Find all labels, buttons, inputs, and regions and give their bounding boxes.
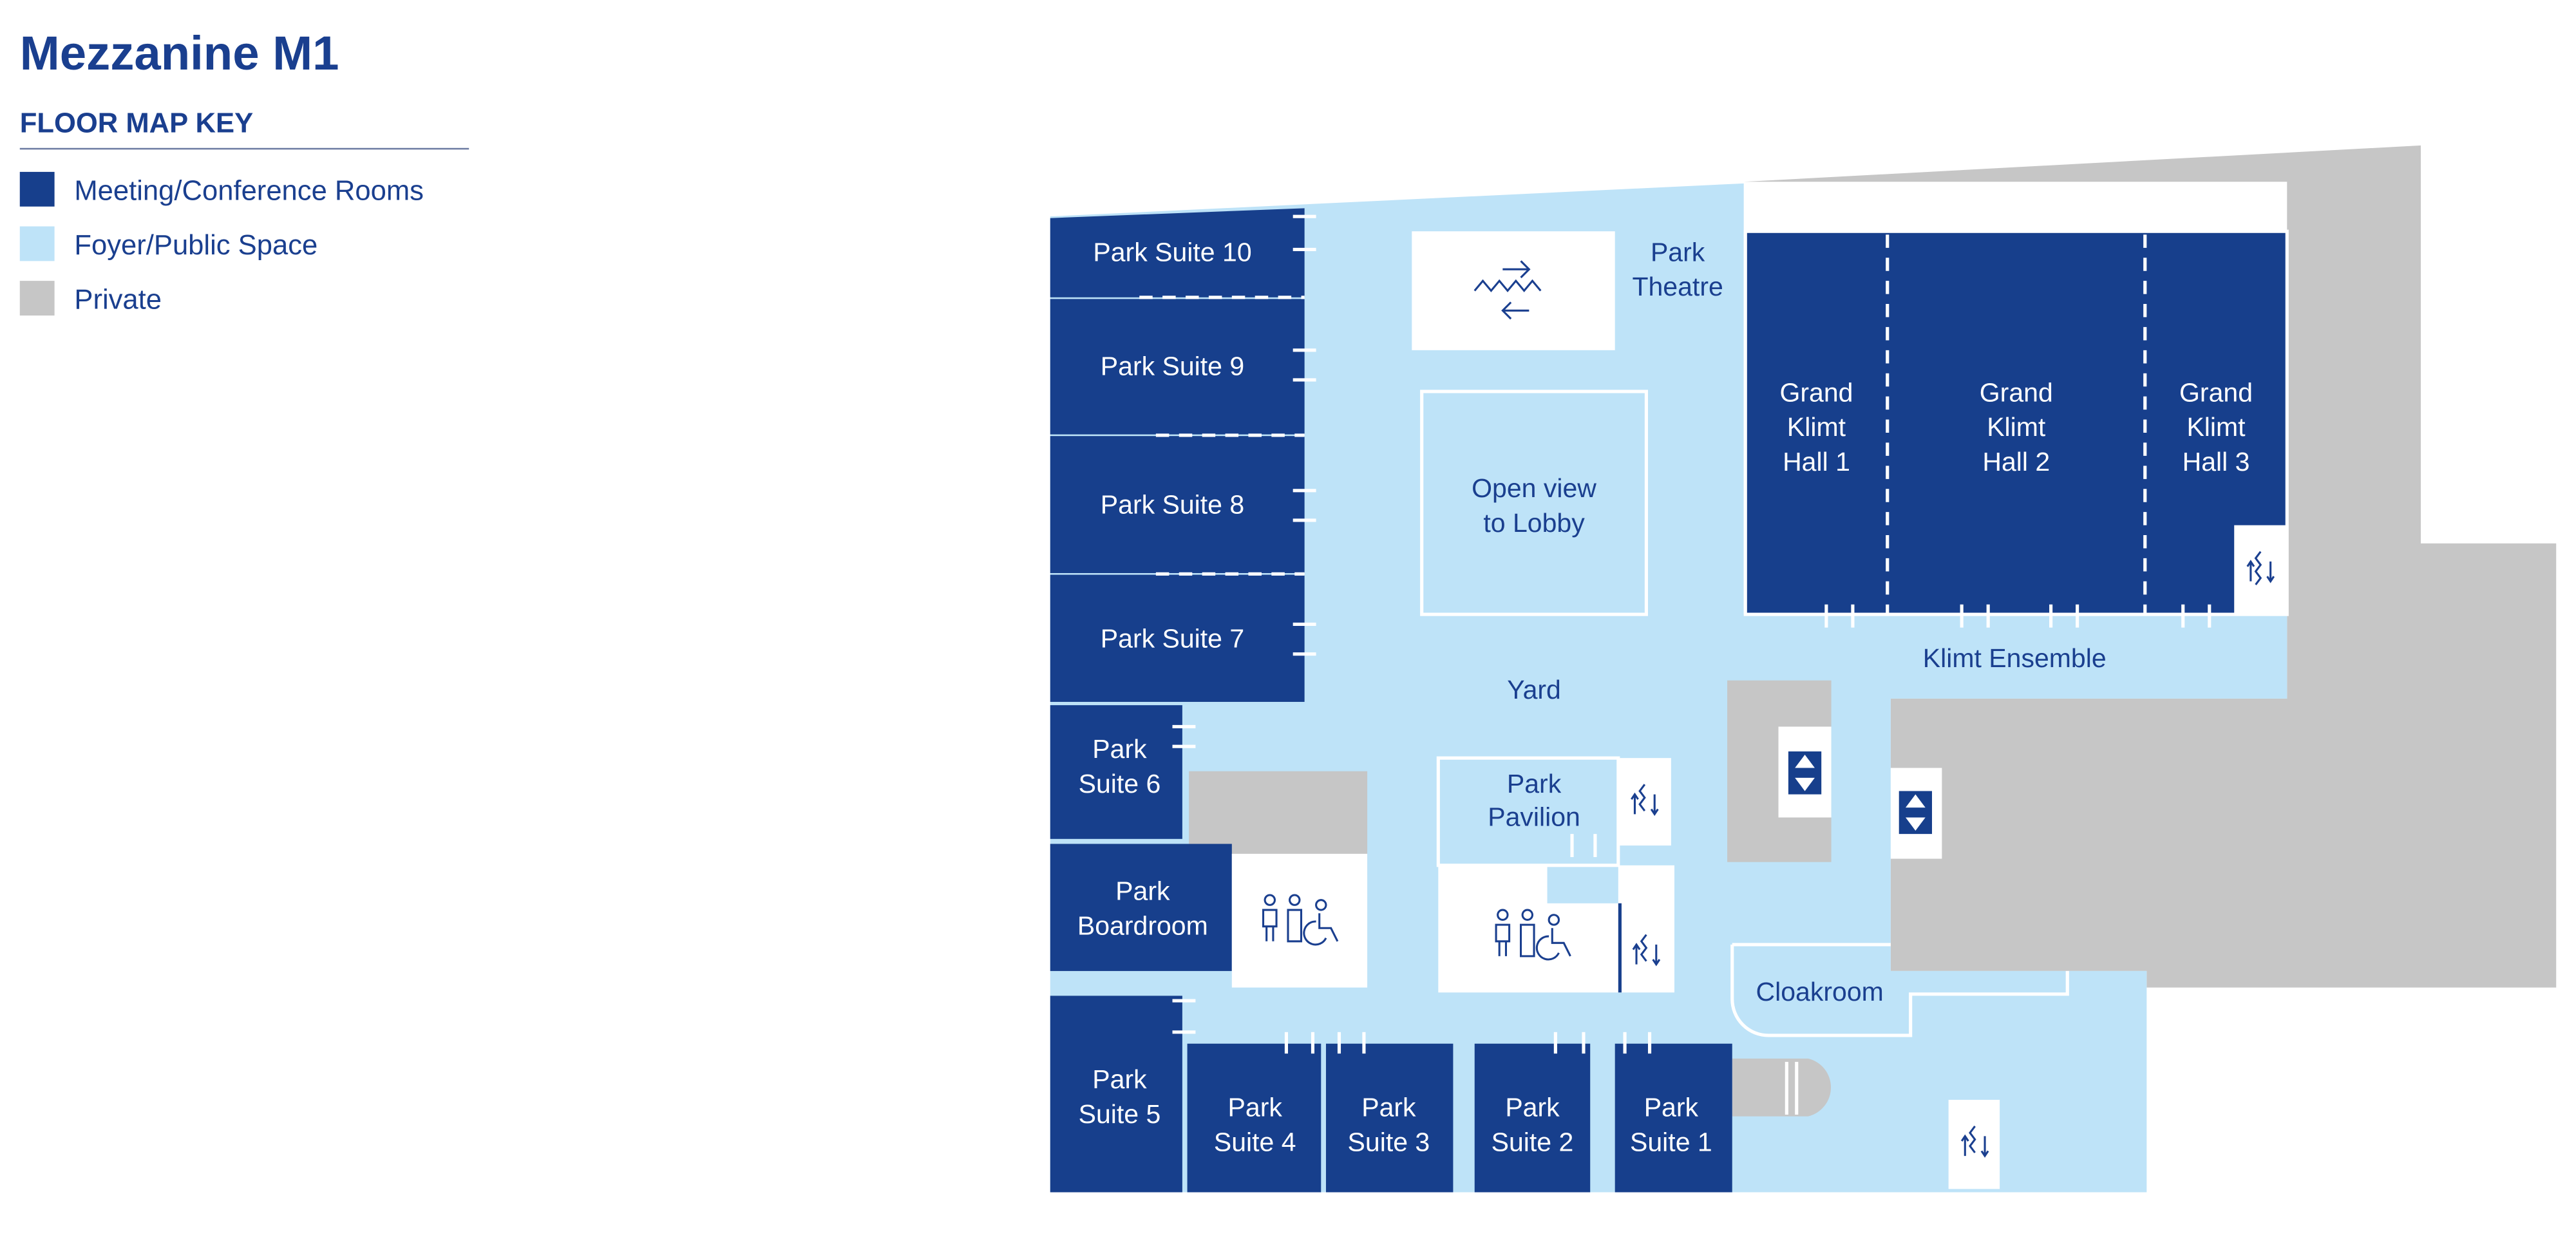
space-park-theatre[interactable]: Park Theatre bbox=[1632, 237, 1723, 301]
lift-icon-klimt bbox=[2234, 525, 2287, 615]
svg-text:Park: Park bbox=[1651, 237, 1705, 267]
elevator-icon bbox=[1905, 794, 1926, 831]
room-park-suite-8[interactable]: Park Suite 8 bbox=[1050, 436, 1305, 573]
svg-text:Open view: Open view bbox=[1472, 473, 1596, 503]
svg-text:Klimt: Klimt bbox=[1787, 412, 1846, 442]
elevator-2 bbox=[1890, 768, 1942, 859]
svg-text:Pavilion: Pavilion bbox=[1488, 802, 1580, 831]
svg-text:Park: Park bbox=[1115, 876, 1170, 906]
room-park-suite-9[interactable]: Park Suite 9 bbox=[1050, 299, 1305, 435]
svg-text:Park: Park bbox=[1228, 1093, 1283, 1122]
arrow-right-icon bbox=[1502, 260, 1531, 279]
room-park-suite-6[interactable]: Park Suite 6 bbox=[1050, 705, 1182, 839]
grand-klimt-hall-2: Grand bbox=[1980, 377, 2053, 407]
svg-text:Hall 1: Hall 1 bbox=[1783, 447, 1850, 477]
svg-text:Park Suite 8: Park Suite 8 bbox=[1101, 490, 1244, 520]
svg-text:to Lobby: to Lobby bbox=[1483, 508, 1585, 538]
private-alcove bbox=[1732, 1058, 1832, 1117]
room-grand-klimt-halls[interactable]: Grand Klimt Hall 1 Grand Klimt Hall 2 Gr… bbox=[1743, 229, 2289, 616]
svg-text:Park: Park bbox=[1092, 734, 1147, 764]
lift-icon-south bbox=[1948, 1099, 2000, 1189]
svg-text:Suite 3: Suite 3 bbox=[1348, 1127, 1430, 1157]
key-swatch-private bbox=[19, 281, 55, 316]
elevator-icon bbox=[1795, 755, 1815, 791]
elevator-1 bbox=[1778, 726, 1832, 818]
restroom-central bbox=[1438, 845, 1674, 993]
room-park-boardroom[interactable]: Park Boardroom bbox=[1050, 844, 1232, 971]
escalator bbox=[1412, 231, 1615, 350]
svg-text:Park Suite 9: Park Suite 9 bbox=[1101, 351, 1244, 381]
room-park-suite-2[interactable]: Park Suite 2 bbox=[1474, 1043, 1591, 1193]
svg-text:Suite 4: Suite 4 bbox=[1214, 1127, 1296, 1157]
svg-text:Suite 2: Suite 2 bbox=[1492, 1127, 1574, 1157]
svg-text:Park: Park bbox=[1361, 1093, 1416, 1122]
svg-text:Hall 2: Hall 2 bbox=[1982, 447, 2050, 477]
lift-icon bbox=[1632, 934, 1661, 967]
restroom-icon bbox=[1495, 909, 1571, 961]
svg-text:Park: Park bbox=[1644, 1093, 1699, 1122]
key-swatch-foyer bbox=[19, 226, 55, 261]
key-swatch-meeting bbox=[19, 171, 55, 207]
svg-text:Park: Park bbox=[1507, 769, 1562, 798]
restroom-west bbox=[1231, 853, 1368, 988]
svg-text:Cloakroom: Cloakroom bbox=[1756, 977, 1883, 1006]
room-park-suite-4[interactable]: Park Suite 4 bbox=[1187, 1043, 1321, 1193]
private-area-east bbox=[1743, 145, 2557, 988]
svg-text:Suite 6: Suite 6 bbox=[1079, 769, 1161, 798]
lift-icon bbox=[1631, 784, 1659, 817]
space-park-pavilion[interactable]: Park Pavilion bbox=[1436, 756, 1671, 867]
key-label-foyer: Foyer/Public Space bbox=[74, 230, 317, 261]
svg-text:Suite 1: Suite 1 bbox=[1630, 1127, 1712, 1157]
svg-text:Park: Park bbox=[1092, 1064, 1147, 1094]
room-park-suite-7[interactable]: Park Suite 7 bbox=[1050, 574, 1305, 702]
key-heading: FLOOR MAP KEY bbox=[20, 108, 253, 138]
restroom-icon bbox=[1262, 894, 1339, 946]
key-label-meeting: Meeting/Conference Rooms bbox=[74, 175, 424, 206]
space-klimt-ensemble[interactable]: Klimt Ensemble bbox=[1923, 643, 2107, 673]
svg-text:Park Suite 7: Park Suite 7 bbox=[1101, 623, 1244, 653]
svg-text:Boardroom: Boardroom bbox=[1077, 911, 1208, 941]
grand-klimt-hall-3: Grand bbox=[2179, 377, 2253, 407]
page-title: Mezzanine M1 bbox=[20, 26, 339, 80]
space-cloakroom[interactable]: Cloakroom bbox=[1730, 943, 2069, 1037]
room-park-suite-1[interactable]: Park Suite 1 bbox=[1615, 1043, 1732, 1193]
svg-text:Park Suite 10: Park Suite 10 bbox=[1093, 237, 1251, 267]
svg-text:Suite 5: Suite 5 bbox=[1079, 1099, 1161, 1129]
key-label-private: Private bbox=[74, 285, 162, 316]
room-park-suite-3[interactable]: Park Suite 3 bbox=[1325, 1043, 1454, 1193]
room-park-suite-5[interactable]: Park Suite 5 bbox=[1050, 996, 1182, 1193]
grand-klimt-hall-1: Grand bbox=[1780, 377, 1853, 407]
svg-text:Klimt: Klimt bbox=[2186, 412, 2246, 442]
svg-text:Theatre: Theatre bbox=[1632, 272, 1723, 301]
svg-text:Park: Park bbox=[1505, 1093, 1560, 1122]
svg-text:Hall 3: Hall 3 bbox=[2183, 447, 2250, 477]
svg-text:Klimt: Klimt bbox=[1987, 412, 2046, 442]
space-yard[interactable]: Yard bbox=[1507, 675, 1561, 704]
room-park-suite-10[interactable]: Park Suite 10 bbox=[1050, 208, 1305, 297]
arrow-left-icon bbox=[1501, 301, 1530, 320]
space-open-view-lobby: Open view to Lobby bbox=[1420, 390, 1648, 616]
